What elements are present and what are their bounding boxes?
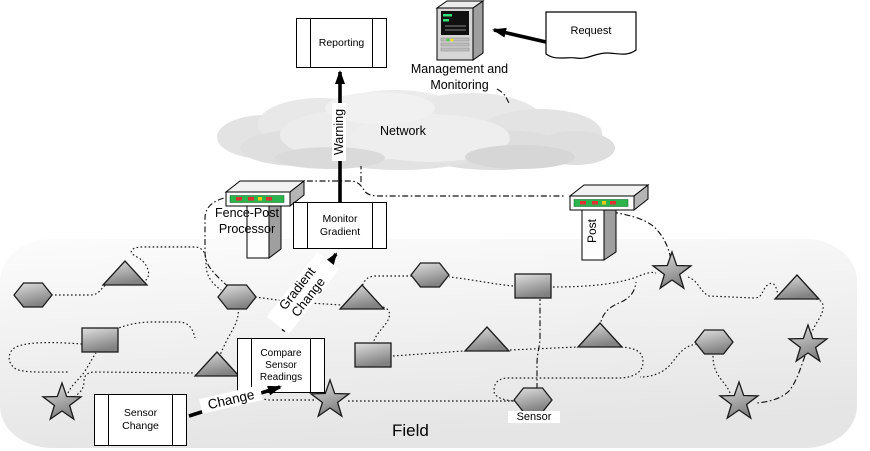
server-icon bbox=[435, 0, 485, 61]
sensor-network-link bbox=[493, 346, 644, 402]
sensor-hexagon-icon bbox=[694, 329, 734, 355]
sensor-network-link bbox=[496, 88, 510, 104]
compare-line1: Compare bbox=[260, 347, 302, 359]
sensor-star-icon bbox=[41, 381, 83, 421]
fence-post-processor-icon bbox=[224, 179, 306, 259]
sensor-network-link bbox=[599, 281, 637, 331]
monitor-gradient-line1: Monitor bbox=[322, 212, 358, 225]
sensor-square-icon bbox=[81, 327, 119, 353]
sensor-network-link bbox=[372, 306, 391, 345]
compare-line2: Sensor bbox=[265, 359, 297, 371]
field-label: Field bbox=[392, 421, 429, 440]
sensor-network-link bbox=[254, 296, 342, 306]
sensor-change-line1: Sensor bbox=[123, 407, 158, 419]
post-icon bbox=[568, 183, 650, 261]
sensor-hexagon-icon bbox=[217, 284, 257, 310]
reporting-box: Reporting bbox=[296, 18, 387, 68]
field-sensors bbox=[13, 250, 829, 421]
request-label: Request bbox=[570, 25, 612, 37]
sensor-change-line2: Change bbox=[122, 420, 159, 432]
sensor-change-box: Sensor Change bbox=[94, 394, 187, 446]
sensor-network-link bbox=[756, 355, 806, 404]
network-label: Network bbox=[380, 124, 426, 138]
sensor-square-icon bbox=[514, 273, 552, 299]
sensor-star-icon bbox=[787, 323, 829, 363]
sensor-triangle-icon bbox=[576, 322, 624, 348]
request-document-icon bbox=[545, 11, 637, 59]
sensor-network-link bbox=[552, 271, 657, 288]
sensor-triangle-icon bbox=[463, 326, 511, 352]
post-label: Post bbox=[585, 219, 599, 244]
sensor-network-link bbox=[73, 371, 195, 398]
sensor-network-link bbox=[111, 321, 196, 339]
sensor-network-link bbox=[283, 180, 566, 197]
sensor-network-link bbox=[448, 276, 514, 287]
sensor-star-icon bbox=[651, 250, 693, 290]
sensor-network-link bbox=[611, 211, 672, 262]
sensor-triangle-icon bbox=[773, 274, 821, 300]
reporting-box-label: Reporting bbox=[318, 36, 365, 49]
sensor-callout-label: Sensor bbox=[508, 411, 560, 423]
sensor-network-link bbox=[509, 346, 578, 351]
sensor-network-link bbox=[536, 299, 541, 389]
sensor-network-link bbox=[8, 342, 83, 373]
warning-arrow-label: Warning bbox=[332, 103, 346, 161]
network-cloud-icon bbox=[217, 90, 615, 170]
sensor-network-link bbox=[809, 298, 824, 338]
sensor-network-link bbox=[67, 352, 97, 394]
sensor-triangle-icon bbox=[101, 260, 149, 286]
monitor-gradient-line2: Gradient bbox=[319, 225, 361, 238]
sensor-star-icon bbox=[309, 378, 351, 418]
sensor-triangle-icon bbox=[193, 351, 241, 377]
sensor-hexagon-icon bbox=[13, 282, 53, 308]
compare-sensor-readings-box: Compare Sensor Readings bbox=[237, 338, 325, 393]
sensor-hexagon-icon bbox=[410, 262, 450, 288]
monitor-gradient-box: Monitor Gradient bbox=[293, 202, 387, 249]
fence-post-processor-label: Fence-Post Processor bbox=[215, 206, 279, 236]
sensor-square-icon bbox=[354, 342, 392, 368]
compare-line3: Readings bbox=[259, 371, 303, 383]
sensor-star-icon bbox=[718, 380, 760, 420]
sensor-network-link bbox=[360, 275, 412, 294]
sensor-triangle-icon bbox=[338, 284, 386, 310]
management-monitoring-label: Management and Monitoring bbox=[410, 62, 509, 92]
